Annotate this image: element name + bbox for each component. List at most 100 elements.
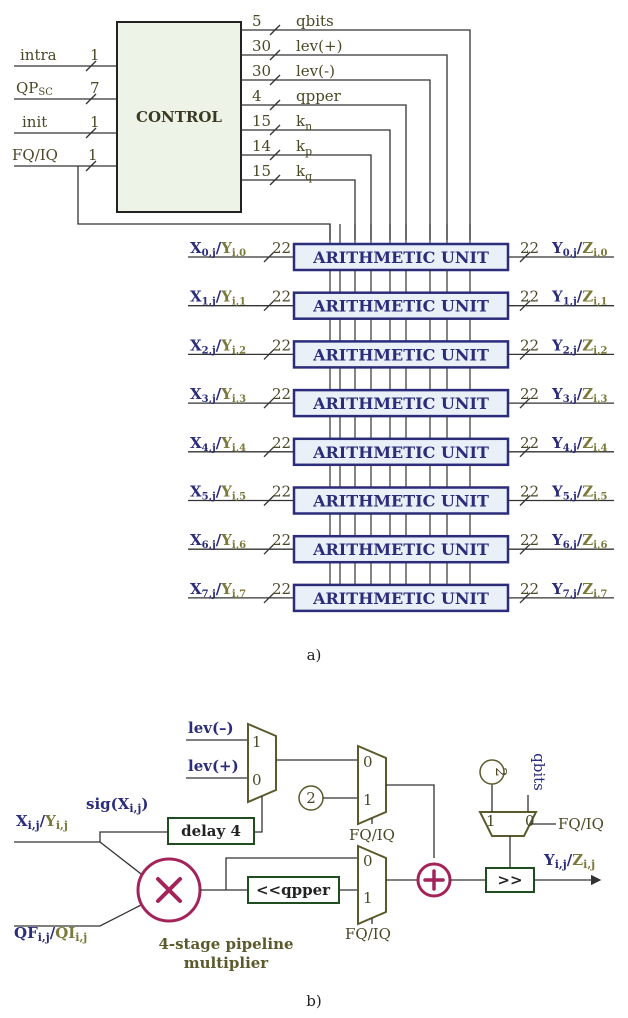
input-fqiq-label: FQ/IQ xyxy=(12,146,58,164)
unit-input-label: X7,j/Yi,7 xyxy=(190,580,246,600)
unit-input-label: X6,j/Yi,6 xyxy=(190,531,246,551)
shift-mux-port-1: 1 xyxy=(486,812,496,830)
unit-output-width: 22 xyxy=(520,531,539,549)
unit-output-label: Y2,j/Zi,2 xyxy=(551,336,607,356)
const-mux-select: FQ/IQ xyxy=(349,826,395,844)
arithmetic-unit xyxy=(292,340,510,369)
control-output-label: kq xyxy=(296,162,312,183)
lev-mux-port-0: 0 xyxy=(252,771,262,789)
shift-mux-select: FQ/IQ xyxy=(558,815,604,833)
input-intra-width: 1 xyxy=(90,46,100,64)
control-output-label: qbits xyxy=(296,12,334,30)
input-init-label: init xyxy=(22,113,47,131)
unit-input-label: X0,j/Yi,0 xyxy=(190,239,246,259)
arithmetic-unit-label: ARITHMETIC UNIT xyxy=(312,540,489,559)
const-two-b xyxy=(479,759,505,785)
unit-output-label: Y4,j/Zi,4 xyxy=(551,434,607,454)
unit-input-width: 22 xyxy=(272,288,291,306)
unit-output-width: 22 xyxy=(520,288,539,306)
delay-block xyxy=(167,817,255,845)
delay-label: delay 4 xyxy=(181,822,241,840)
unit-input-label: X1,j/Yi,1 xyxy=(190,288,246,308)
input-init-width: 1 xyxy=(90,113,100,131)
lev-minus-label: lev(–) xyxy=(188,719,234,737)
unit-output-width: 22 xyxy=(520,580,539,598)
control-output-label: kp xyxy=(296,137,312,158)
unit-input-label: X2,j/Yi,2 xyxy=(190,336,246,356)
unit-output-width: 22 xyxy=(520,483,539,501)
unit-output-width: 22 xyxy=(520,239,539,257)
unit-input-width: 22 xyxy=(272,434,291,452)
arithmetic-unit xyxy=(292,388,510,418)
shift-left-label: <<qpper xyxy=(256,881,331,899)
unit-output-width: 22 xyxy=(520,385,539,403)
control-output-label: kn xyxy=(296,112,312,133)
unit-input-width: 22 xyxy=(272,580,291,598)
unit-input-width: 22 xyxy=(272,483,291,501)
arithmetic-unit xyxy=(292,534,510,564)
control-output-label: lev(-) xyxy=(296,62,335,80)
control-output-label: qpper xyxy=(296,87,342,105)
const-mux-port-1: 1 xyxy=(363,791,373,809)
input-qpsc-width: 7 xyxy=(90,79,100,97)
qf-qi-label: QFi,j/QIi,j xyxy=(14,924,87,944)
shift-mux-port-0: 0 xyxy=(525,812,535,830)
arithmetic-unit-label: ARITHMETIC UNIT xyxy=(312,492,489,511)
qbits-label: qbits xyxy=(530,753,548,791)
caption-b: b) xyxy=(306,992,321,1010)
unit-input-label: X5,j/Yi,5 xyxy=(190,483,246,503)
input-qpsc-label: QPSC xyxy=(16,79,53,98)
unit-output-label: Y7,j/Zi,7 xyxy=(551,580,607,600)
product-mux xyxy=(357,844,387,926)
part-b: lev(–) lev(+) 1 0 sig(Xi,j) delay 4 2 0 … xyxy=(14,719,604,1010)
shift-mux xyxy=(478,811,538,837)
const-two-a-label: 2 xyxy=(306,789,316,807)
caption-a: a) xyxy=(307,646,322,664)
arithmetic-unit-label: ARITHMETIC UNIT xyxy=(312,394,489,413)
const-two-b-label: 2 xyxy=(492,767,510,777)
control-output-label: lev(+) xyxy=(296,37,342,55)
const-mux xyxy=(357,744,387,826)
control-label: CONTROL xyxy=(136,108,222,126)
lev-plus-label: lev(+) xyxy=(188,757,239,775)
multiplier-label-1: 4-stage pipeline xyxy=(158,935,293,953)
arithmetic-unit-label: ARITHMETIC UNIT xyxy=(312,443,489,462)
unit-output-label: Y3,j/Zi,3 xyxy=(551,385,607,405)
arithmetic-unit-label: ARITHMETIC UNIT xyxy=(312,248,489,267)
unit-output-label: Y5,j/Zi,5 xyxy=(551,483,607,503)
xy-in-label: Xi,j/Yi,j xyxy=(16,812,68,832)
shift-left-block xyxy=(247,876,340,904)
arithmetic-unit-label: ARITHMETIC UNIT xyxy=(312,589,489,608)
unit-input-label: X4,j/Yi,4 xyxy=(190,434,246,454)
input-intra-label: intra xyxy=(20,46,57,64)
control-block xyxy=(116,21,242,213)
lev-mux xyxy=(247,722,277,804)
unit-input-width: 22 xyxy=(272,531,291,549)
multiplier-label-2: multiplier xyxy=(184,954,270,972)
control-output-width: 15 xyxy=(252,162,271,180)
unit-output-label: Y6,j/Zi,6 xyxy=(551,531,607,551)
unit-input-label: X3,j/Yi,3 xyxy=(190,385,246,405)
sig-label: sig(Xi,j) xyxy=(86,795,148,815)
output-label: Yi,j/Zi,j xyxy=(543,851,595,871)
unit-output-label: Y1,j/Zi,1 xyxy=(551,288,607,308)
const-mux-port-0: 0 xyxy=(363,753,373,771)
control-output-width: 5 xyxy=(252,12,262,30)
control-output-width: 14 xyxy=(252,137,271,155)
unit-output-label: Y0,j/Zi,0 xyxy=(551,239,607,259)
lev-mux-port-1: 1 xyxy=(252,733,262,751)
unit-input-width: 22 xyxy=(272,239,291,257)
unit-input-width: 22 xyxy=(272,385,291,403)
control-output-width: 30 xyxy=(252,62,271,80)
product-mux-select: FQ/IQ xyxy=(345,925,391,943)
product-mux-port-1: 1 xyxy=(363,889,373,907)
unit-output-width: 22 xyxy=(520,434,539,452)
arithmetic-unit-label: ARITHMETIC UNIT xyxy=(312,345,489,364)
product-mux-port-0: 0 xyxy=(363,852,373,870)
input-fqiq-width: 1 xyxy=(88,146,98,164)
arithmetic-unit xyxy=(292,291,510,320)
control-output-width: 30 xyxy=(252,37,271,55)
